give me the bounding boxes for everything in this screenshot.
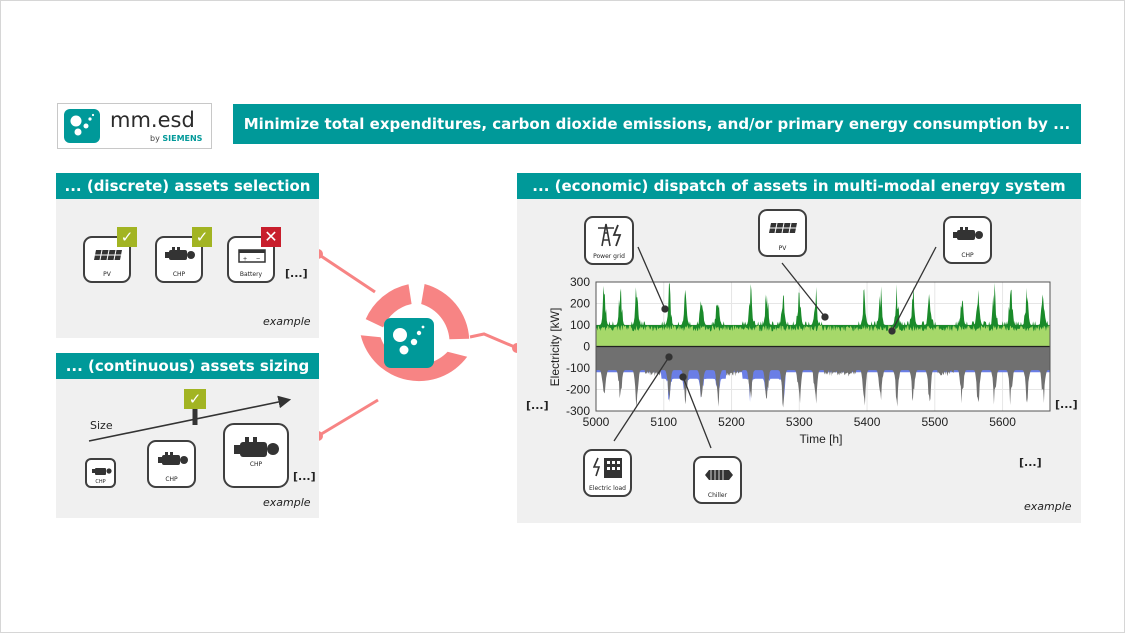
- optimizer-ring: [360, 284, 470, 382]
- connector-line-dispatch: [469, 332, 518, 350]
- connector-line-discrete: [317, 252, 376, 294]
- chp-engine-icon: [92, 468, 112, 475]
- discrete-asset-label: Battery: [239, 271, 263, 278]
- dispatch-asset-electric-load: Electric load: [583, 449, 632, 497]
- dispatch-asset-chp: CHP: [943, 216, 992, 264]
- discrete-asset-chp: CHP: [155, 236, 203, 283]
- dispatch-asset-power-grid: Power grid: [584, 216, 634, 265]
- pv-panel-icon: [769, 222, 797, 234]
- chp-size-label: CHP: [95, 479, 106, 485]
- chp-size-label: CHP: [249, 461, 263, 468]
- battery-icon: + −: [238, 249, 266, 263]
- y-tick-label: -300: [566, 404, 590, 418]
- y-axis-label: Electricity [kW]: [548, 308, 562, 387]
- chp-engine-icon: [953, 227, 983, 240]
- dispatch-asset-label: PV: [778, 245, 787, 252]
- dispatch-more-left: [...]: [526, 399, 549, 412]
- chp-size-medium: CHP: [147, 440, 196, 488]
- power-grid-icon: [598, 223, 622, 247]
- y-tick-label: 100: [570, 318, 590, 332]
- continuous-more: [...]: [293, 470, 316, 483]
- logo-name: mm.esd: [110, 108, 195, 132]
- discrete-example-label: example: [263, 315, 311, 328]
- continuous-header: ... (continuous) assets sizing: [56, 353, 319, 379]
- chp-size-small: CHP: [85, 458, 116, 488]
- chp-engine-icon: [165, 247, 195, 260]
- chp-size-large: CHP: [223, 423, 289, 488]
- objective-banner: Minimize total expenditures, carbon diox…: [233, 104, 1081, 144]
- dispatch-more-right: [...]: [1055, 398, 1078, 411]
- series-area-pv: [596, 325, 1050, 347]
- plot-frame: [595, 281, 1051, 412]
- x-tick-label: 5300: [786, 415, 813, 429]
- dispatch-asset-label: Power grid: [593, 253, 625, 260]
- cross-icon: ✕: [261, 227, 281, 247]
- chp-engine-icon: [234, 437, 279, 457]
- x-tick-label: 5400: [854, 415, 881, 429]
- callout-lines: [613, 246, 937, 449]
- continuous-panel: ✓ Size CHP CHP CHP [...] example: [56, 379, 319, 518]
- chp-engine-icon: [158, 452, 188, 465]
- discrete-header: ... (discrete) assets selection: [56, 173, 319, 199]
- x-tick-label: 5100: [650, 415, 677, 429]
- pv-panel-icon: [94, 249, 122, 261]
- discrete-asset-label: CHP: [172, 271, 186, 278]
- chiller-icon: [705, 470, 733, 480]
- dispatch-asset-label: Chiller: [707, 492, 728, 499]
- connector-line-continuous: [317, 398, 379, 438]
- continuous-example-label: example: [263, 496, 311, 509]
- svg-text:−: −: [256, 256, 260, 263]
- chp-size-label: CHP: [165, 476, 178, 483]
- series-area-electric-load: [596, 346, 1050, 409]
- dispatch-header: ... (economic) dispatch of assets in mul…: [517, 173, 1081, 199]
- x-tick-label: 5000: [583, 415, 610, 429]
- mm-esd-logo: mm.esd by SIEMENS: [57, 103, 212, 149]
- x-tick-label: 5600: [989, 415, 1016, 429]
- logo-byline: by SIEMENS: [150, 134, 202, 143]
- dispatch-asset-chiller: Chiller: [693, 456, 742, 504]
- dispatch-asset-label: Electric load: [589, 485, 626, 492]
- logo-mark-icon: [64, 109, 100, 143]
- logo-by: by: [150, 134, 160, 143]
- electric-load-icon: [593, 457, 622, 478]
- check-icon: ✓: [117, 227, 137, 247]
- y-tick-label: -200: [566, 383, 590, 397]
- size-arrow: [88, 395, 292, 442]
- y-tick-label: -100: [566, 361, 590, 375]
- check-icon: ✓: [192, 227, 212, 247]
- discrete-panel: PV ✓ CHP ✓ + − Battery ✕ [...] example: [56, 199, 319, 338]
- dispatch-asset-label: CHP: [961, 252, 974, 259]
- dispatch-asset-pv: PV: [758, 209, 807, 257]
- optimizer-logo-icon: [384, 318, 434, 368]
- x-tick-label: 5500: [921, 415, 948, 429]
- discrete-more: [...]: [285, 267, 308, 280]
- dispatch-more-bottom: [...]: [1019, 456, 1042, 469]
- dispatch-example-label: example: [1024, 500, 1072, 513]
- size-label: Size: [90, 419, 113, 432]
- svg-text:+: +: [243, 256, 247, 263]
- check-icon: ✓: [184, 389, 206, 409]
- x-tick-label: 5200: [718, 415, 745, 429]
- discrete-asset-label: PV: [103, 271, 111, 278]
- y-tick-label: 200: [570, 297, 590, 311]
- logo-brand: SIEMENS: [162, 134, 203, 143]
- y-tick-label: 300: [570, 275, 590, 289]
- y-tick-label: 0: [583, 340, 590, 354]
- x-axis-label: Time [h]: [800, 432, 843, 446]
